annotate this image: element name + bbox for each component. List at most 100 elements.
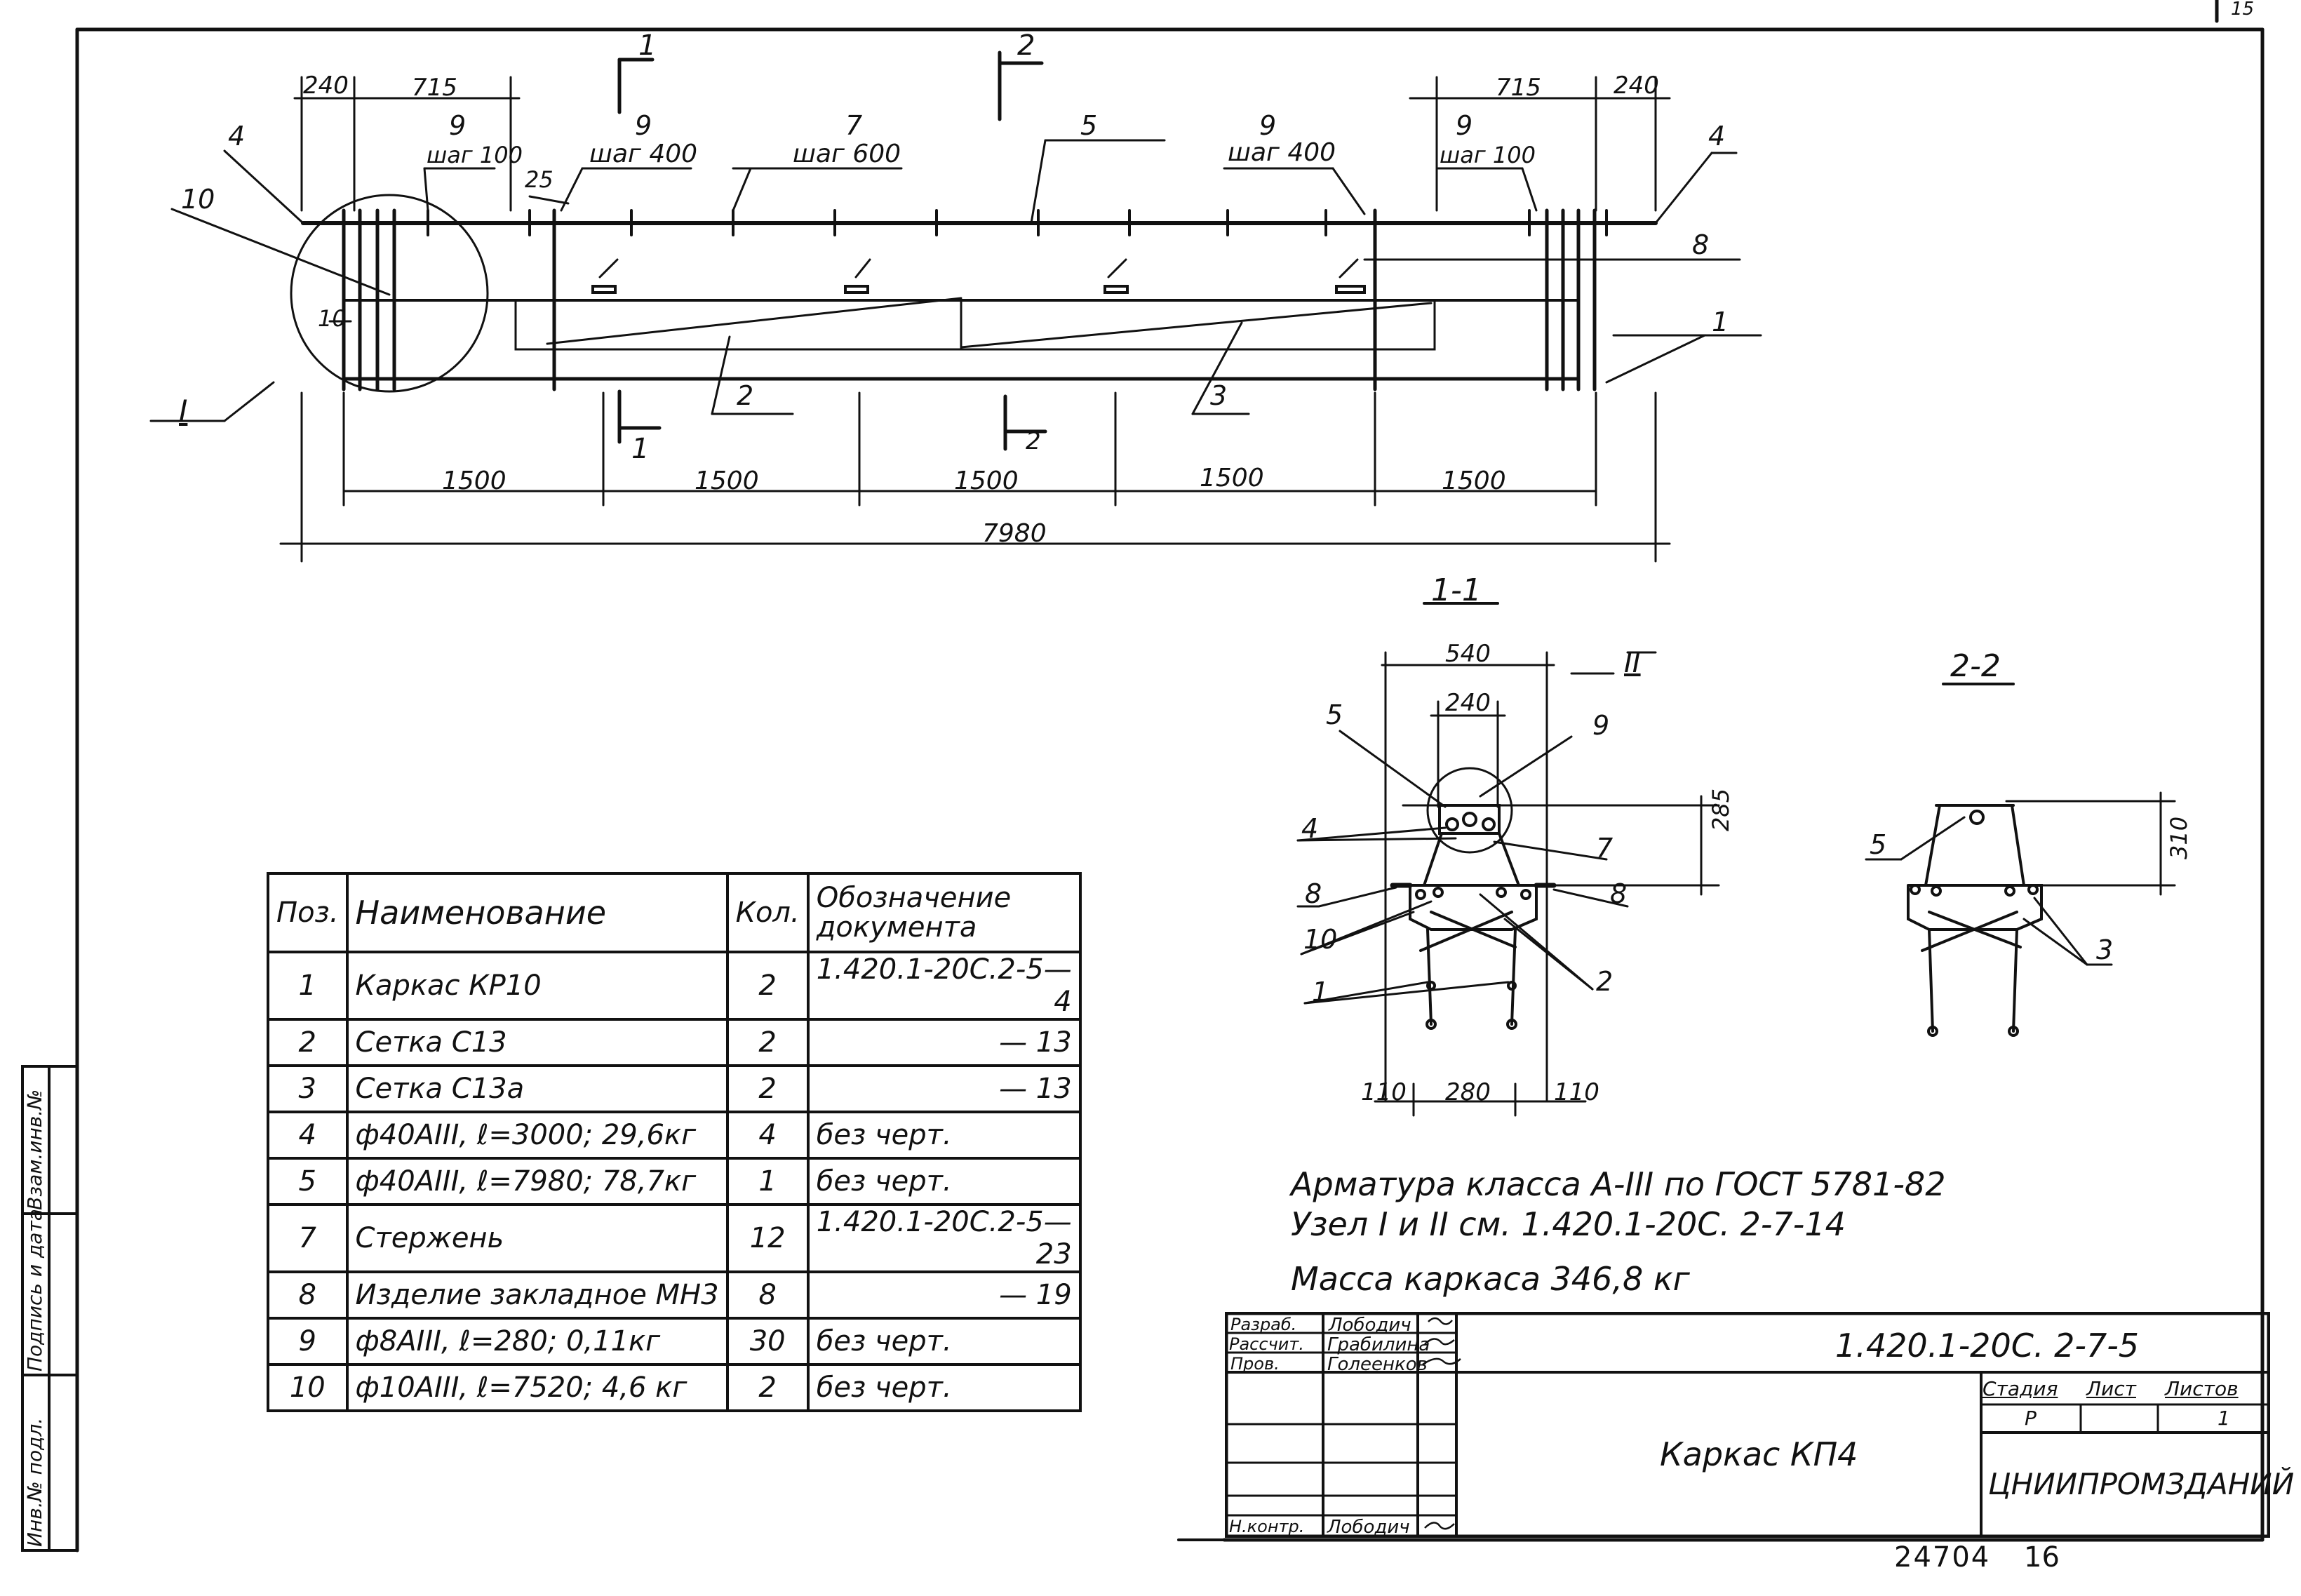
dim-1500-1: 1500 [442, 467, 507, 495]
note-rebar-class: Арматура класса А-III по ГОСТ 5781-82 [1291, 1165, 1946, 1203]
dim-110-right: 110 [1554, 1078, 1599, 1106]
spec-doc-code: 1.420.1-20С.2-5— [816, 1206, 1072, 1238]
side-stamp-vzam-inv: Взам.инв.№ [23, 1089, 46, 1210]
s11-pos9-label: 9 [1592, 710, 1610, 741]
section-2-2 [1865, 683, 2176, 1037]
dim-1500-5: 1500 [1442, 467, 1506, 495]
footer-code: 24704 [1894, 1541, 1991, 1574]
name-checked: Голеенков [1327, 1354, 1428, 1375]
callout-9-end-left-number: 9 [449, 110, 467, 141]
pos4-left-label: 4 [228, 121, 246, 152]
main-view-dimensions [149, 76, 1762, 563]
dim-10: 10 [318, 305, 347, 332]
spec-pos: 3 [267, 1064, 349, 1113]
spec-doc-sheet: — 13 [999, 1073, 1072, 1105]
signature-marks [1422, 1317, 1461, 1530]
header-doc: Обозначение документа [806, 872, 1082, 953]
dim-240: 240 [1445, 689, 1491, 717]
dim-540: 540 [1445, 640, 1491, 668]
s11-pos4-label: 4 [1301, 813, 1319, 844]
callout-9-end-left-note: шаг 100 [427, 142, 523, 168]
dim-1500-2: 1500 [695, 467, 759, 495]
spec-doc-sheet: 4 [1054, 986, 1072, 1018]
callout-9-mid-left-note: шаг 400 [589, 140, 698, 168]
spec-doc-sheet: — 13 [999, 1026, 1072, 1059]
spec-doc-code: 1.420.1-20С.2-5— [816, 953, 1072, 986]
sheets-total-value: 1 [2218, 1407, 2230, 1430]
spec-pos: 10 [267, 1363, 349, 1412]
spec-doc-code: без черт. [816, 1325, 952, 1357]
spec-name: Сетка С13а [345, 1064, 729, 1113]
callout-9-mid-right-number: 9 [1259, 110, 1277, 141]
role-calculated: Рассчит. [1229, 1334, 1304, 1354]
spec-doc-cell: 1.420.1-20С.2-5—4 [806, 951, 1082, 1021]
name-norm-control: Лободич [1327, 1517, 1410, 1538]
spec-doc-sheet: — 19 [999, 1279, 1072, 1311]
title-block-grid [1225, 1312, 2270, 1538]
pos5-label: 5 [1080, 110, 1098, 141]
spec-pos: 7 [267, 1203, 349, 1273]
side-stamp-sign-date: Подпись и дата [23, 1209, 46, 1372]
spec-pos: 1 [267, 951, 349, 1021]
callout-9-end-right-note: шаг 100 [1440, 142, 1536, 168]
stage-value: Р [2025, 1407, 2037, 1430]
spec-name: Сетка С13 [345, 1018, 729, 1067]
spec-doc-cell: — 13 [806, 1018, 1082, 1067]
pos1-label: 1 [1712, 307, 1729, 337]
spec-name: Изделие закладное МН3 [345, 1270, 729, 1320]
spec-qty: 4 [725, 1111, 810, 1160]
pos3-label: 3 [1210, 380, 1228, 411]
name-calculated: Грабилина [1327, 1334, 1430, 1355]
spec-doc-cell: 1.420.1-20С.2-5—23 [806, 1203, 1082, 1273]
page-number: 15 [2231, 0, 2255, 20]
spec-pos: 2 [267, 1018, 349, 1067]
spec-doc-code: без черт. [816, 1372, 952, 1404]
spec-doc-code: без черт. [816, 1165, 952, 1198]
spec-name: ф10АIII, ℓ=7520; 4,6 кг [345, 1363, 729, 1412]
document-code: 1.420.1-20С. 2-7-5 [1835, 1327, 2140, 1364]
section-mark-1-bottom: 1 [631, 433, 650, 465]
dim-240-left: 240 [303, 72, 349, 100]
spec-name: Стержень [345, 1203, 729, 1273]
side-stamp-frame [21, 1065, 79, 1552]
spec-qty: 30 [725, 1317, 810, 1366]
spec-doc-code: без черт. [816, 1119, 952, 1151]
pos10-label: 10 [181, 184, 215, 215]
section-1-1-title: 1-1 [1431, 572, 1482, 608]
header-pos: Поз. [267, 872, 349, 953]
spec-table-header: Поз. Наименование Кол. Обозначение докум… [267, 872, 1082, 953]
side-stamp-inv-podl: Инв.№ подл. [23, 1417, 46, 1547]
s22-pos5-label: 5 [1870, 829, 1887, 860]
node-I-label: I [179, 394, 188, 428]
organization-name: ЦНИИПРОМЗДАНИЙ [1988, 1467, 2295, 1501]
spec-qty: 2 [725, 1064, 810, 1113]
dim-total-7980: 7980 [982, 519, 1047, 548]
main-view [290, 194, 1658, 393]
dim-310: 310 [2166, 816, 2192, 859]
spec-name: Каркас КР10 [345, 951, 729, 1021]
s11-pos10-label: 10 [1303, 924, 1338, 955]
pos4-right-label: 4 [1708, 121, 1726, 152]
spec-doc-sheet: 23 [1035, 1238, 1072, 1270]
dim-280: 280 [1445, 1078, 1491, 1106]
section-1-1 [1296, 602, 1720, 1117]
role-checked: Пров. [1230, 1354, 1280, 1374]
spec-qty: 2 [725, 1363, 810, 1412]
spec-qty: 1 [725, 1157, 810, 1206]
section-2-2-title: 2-2 [1950, 648, 2001, 684]
note-nodes: Узел I и II см. 1.420.1-20С. 2-7-14 [1291, 1205, 1846, 1243]
sheet-label: Лист [2086, 1377, 2136, 1400]
section-mark-2-top: 2 [1017, 29, 1035, 62]
spec-doc-cell: без черт. [806, 1157, 1082, 1206]
sheets-label: Листов [2165, 1377, 2239, 1400]
s11-pos5-label: 5 [1326, 699, 1343, 730]
section-mark-2-bottom: 2 [1026, 427, 1041, 455]
